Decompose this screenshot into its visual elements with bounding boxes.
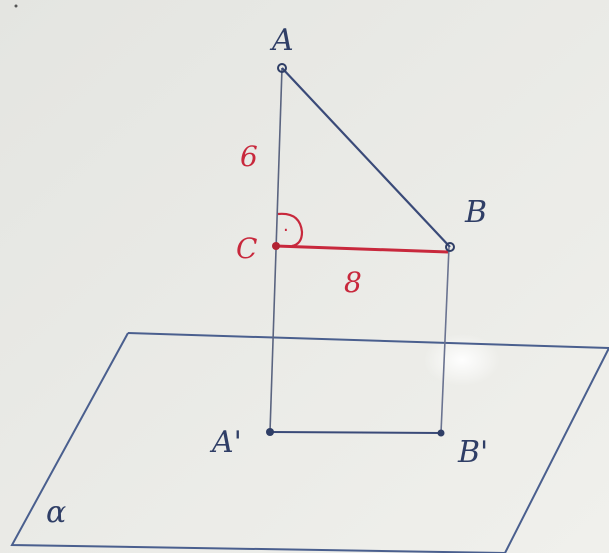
point-b	[445, 242, 455, 252]
point-aprime	[266, 428, 274, 436]
point-c	[272, 242, 280, 250]
segment-b-bprime	[440, 246, 450, 434]
point-a	[277, 63, 287, 73]
label-aprime: A'	[209, 425, 242, 460]
label-bprime: B'	[457, 435, 488, 470]
segment-c-b-red	[275, 244, 449, 254]
right-angle-arc	[277, 212, 304, 248]
measure-cb: 8	[344, 266, 362, 299]
label-b: B	[464, 195, 487, 230]
board-speck	[14, 4, 18, 8]
right-angle-dot: ·	[283, 220, 289, 241]
point-bprime	[437, 429, 445, 437]
plane-alpha-left-edge	[10, 332, 506, 553]
label-c: C	[236, 232, 257, 265]
plane-alpha-outline	[127, 332, 609, 553]
segment-a-b	[281, 67, 451, 248]
label-a: A	[269, 23, 294, 58]
measure-ac: 6	[240, 140, 258, 173]
segment-aprime-bprime	[269, 431, 442, 434]
plane-label-alpha: α	[46, 495, 66, 530]
